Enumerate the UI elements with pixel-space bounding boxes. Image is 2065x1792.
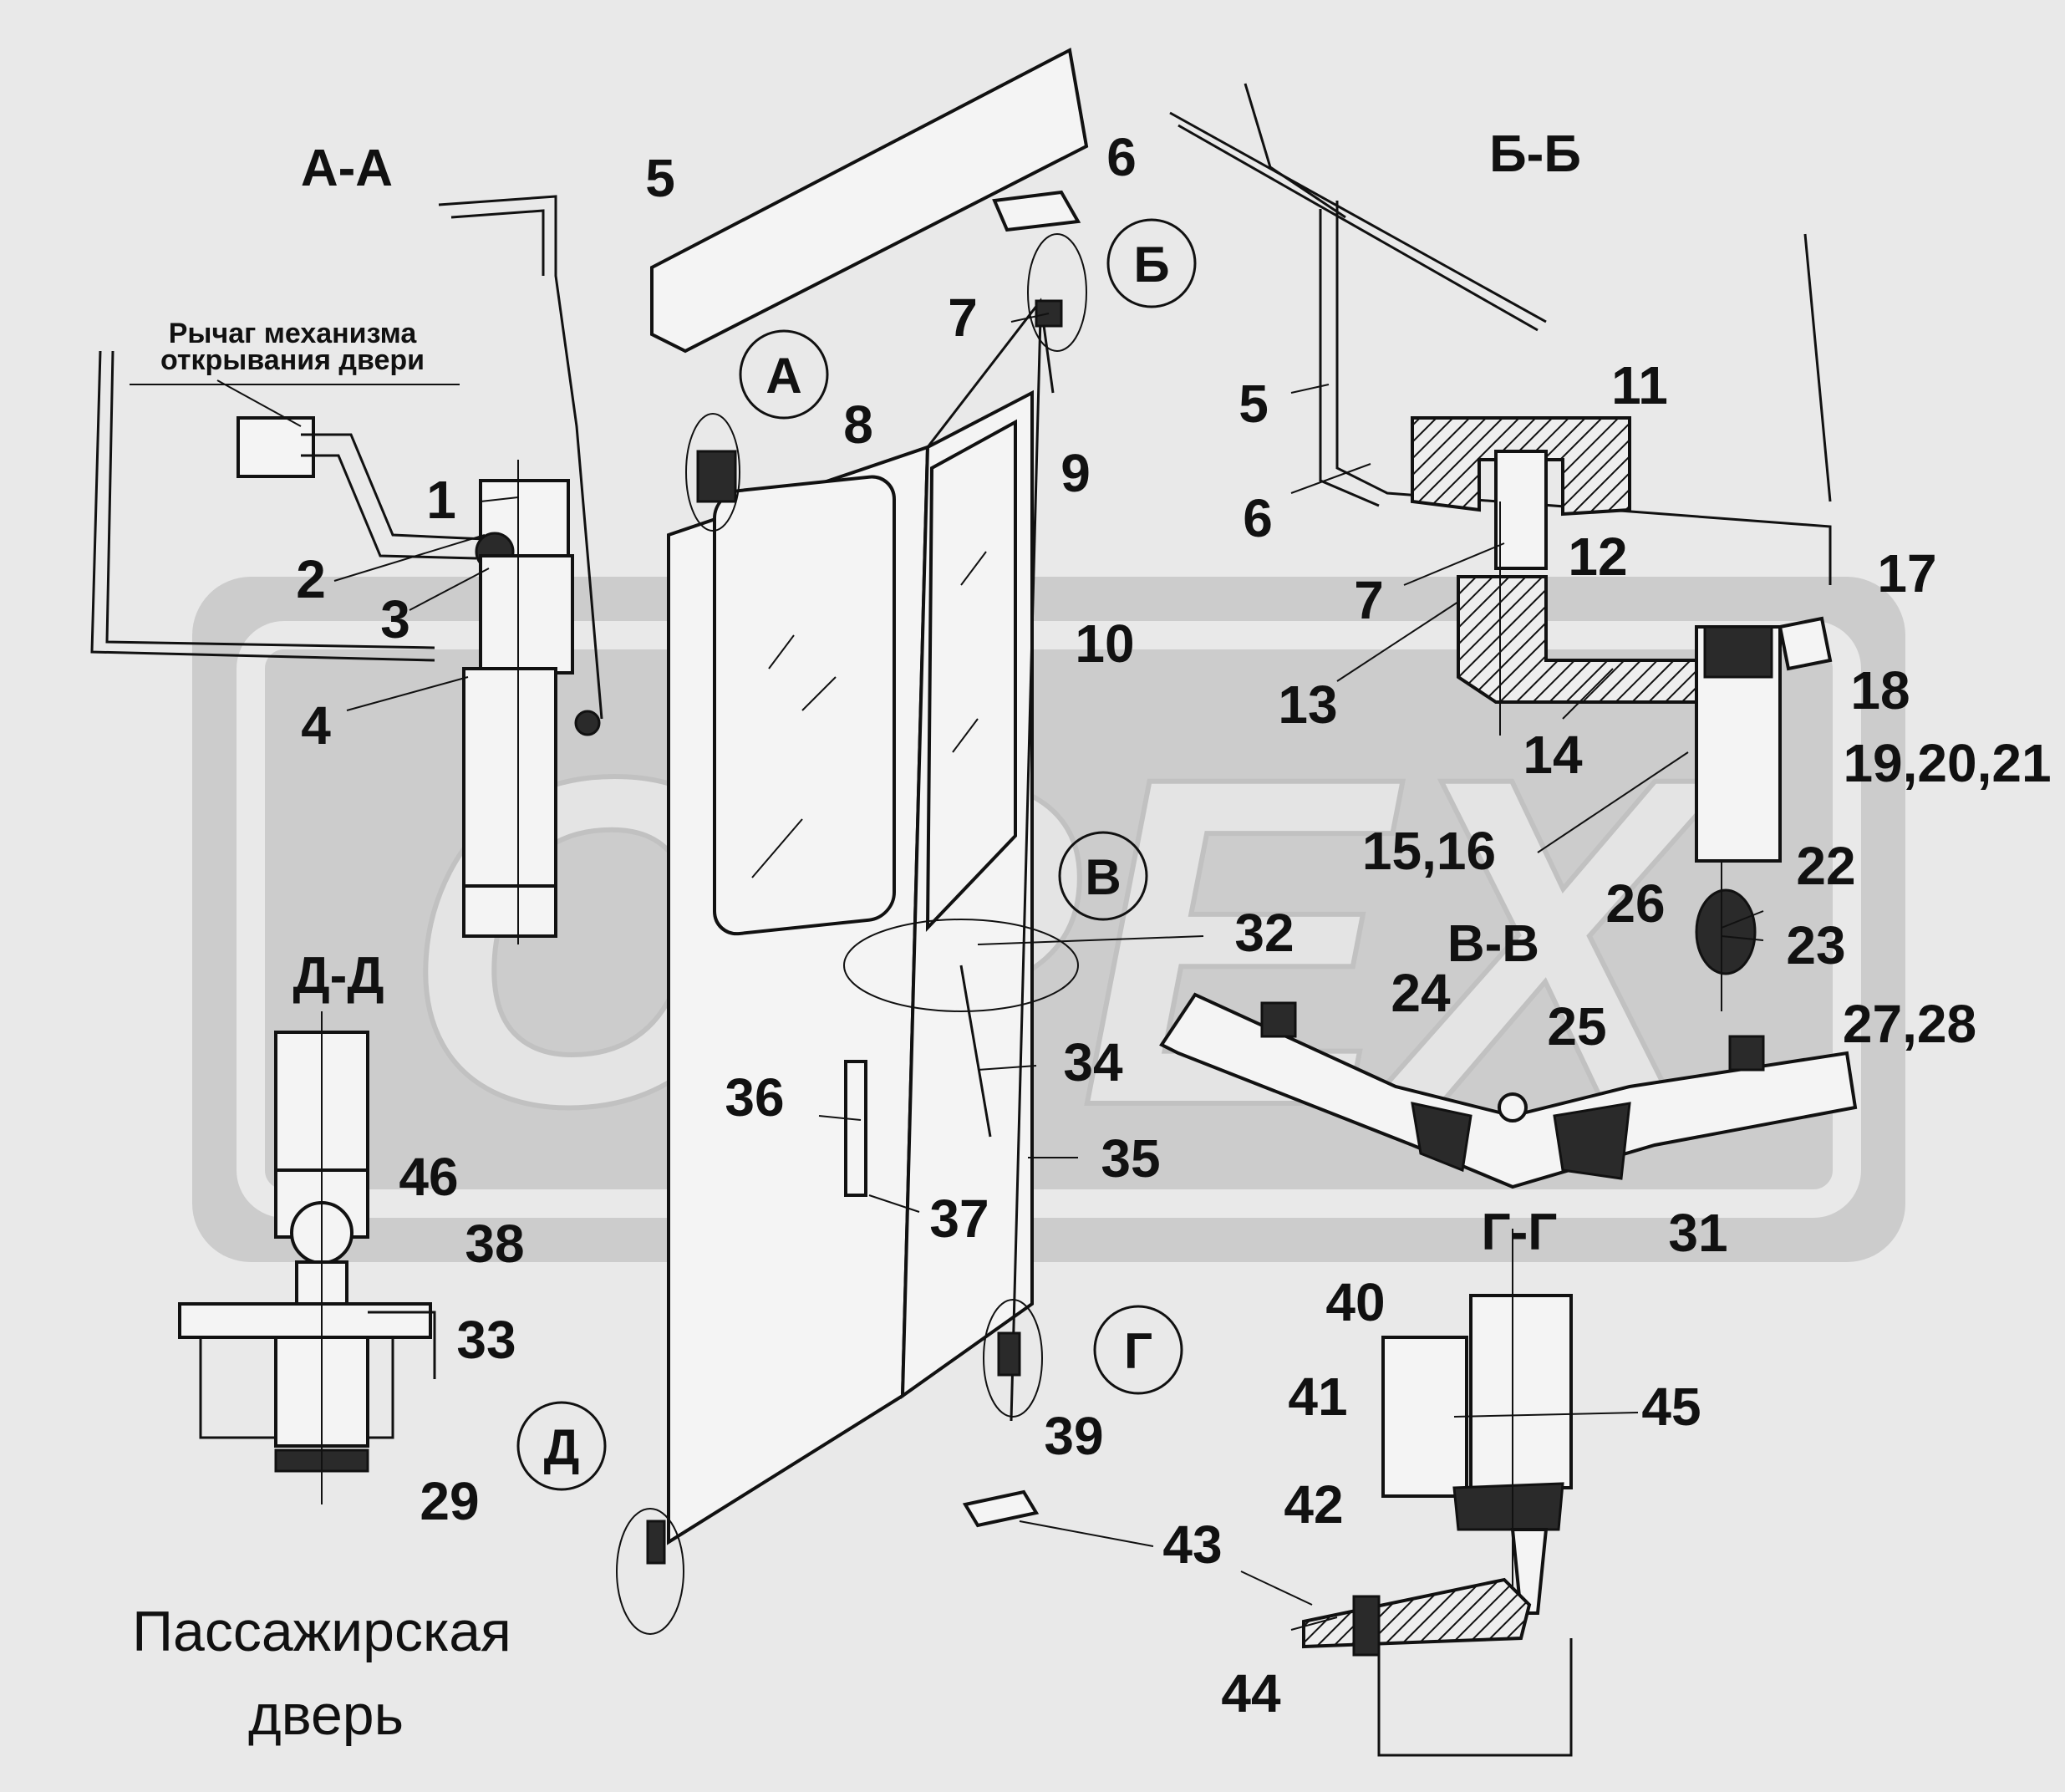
callout-v: В: [1058, 831, 1148, 921]
part-label-41: 41: [1288, 1367, 1347, 1427]
svg-text:Б: Б: [1133, 237, 1169, 293]
top-trim-drawing: [650, 47, 1089, 354]
part-label-4: 4: [301, 695, 331, 756]
part-label-7-bb: 7: [1354, 570, 1384, 630]
section-title-gg: Г-Г: [1482, 1204, 1558, 1261]
part-label-14: 14: [1523, 725, 1583, 785]
section-bb-drawing: [1169, 83, 1833, 1011]
part-label-33: 33: [456, 1310, 516, 1370]
part-label-31: 31: [1668, 1203, 1727, 1263]
part-label-36: 36: [725, 1067, 784, 1128]
part-label-32: 32: [1234, 903, 1294, 963]
section-dd-drawing: [178, 1011, 436, 1504]
part-label-8: 8: [843, 395, 873, 455]
caption-line2: дверь: [248, 1683, 404, 1747]
part-label-26: 26: [1605, 873, 1665, 934]
part-label-17: 17: [1877, 543, 1936, 603]
part-label-6-bb: 6: [1243, 488, 1273, 548]
part-label-3: 3: [380, 589, 410, 649]
part-label-7-door: 7: [948, 288, 978, 348]
part-label-15-16: 15,16: [1362, 821, 1496, 881]
part-label-44: 44: [1221, 1663, 1281, 1723]
svg-text:А: А: [765, 348, 801, 404]
part-label-46: 46: [399, 1147, 458, 1207]
part-numbers: 1 2 3 4 5 6 7 8 9 10 5 6 11 12 7 13 14 1…: [296, 127, 2051, 1723]
part-label-29: 29: [420, 1471, 479, 1531]
caption-line1: Пассажирская: [132, 1600, 511, 1663]
svg-text:В: В: [1085, 849, 1121, 905]
section-vv-drawing: [1159, 992, 1858, 1189]
part-label-37: 37: [929, 1189, 989, 1249]
part-label-18: 18: [1850, 660, 1910, 720]
part-label-34: 34: [1063, 1032, 1123, 1092]
callout-a: А: [739, 329, 829, 420]
part-label-6-trim: 6: [1106, 127, 1137, 187]
part-label-10: 10: [1075, 613, 1134, 674]
part-label-25: 25: [1547, 996, 1606, 1056]
section-gg-drawing: [1302, 1229, 1573, 1757]
part-label-45: 45: [1641, 1377, 1701, 1437]
part-label-1: 1: [426, 470, 456, 530]
callout-d: Д: [516, 1401, 607, 1491]
part-label-9: 9: [1060, 443, 1091, 503]
part-label-11: 11: [1611, 355, 1668, 415]
door-drawing: [616, 233, 1087, 1635]
section-title-aa: А-А: [301, 140, 393, 197]
part-label-35: 35: [1101, 1128, 1160, 1189]
part-label-23: 23: [1786, 915, 1845, 975]
part-label-27-28: 27,28: [1843, 994, 1976, 1054]
part-label-2: 2: [296, 549, 326, 609]
part-label-19-21: 19,20,21: [1843, 733, 2051, 793]
part-label-39: 39: [1044, 1406, 1103, 1466]
part-label-22: 22: [1796, 836, 1855, 896]
part-label-5-trim: 5: [645, 148, 675, 208]
section-title-dd: Д-Д: [293, 947, 384, 1005]
part-label-40: 40: [1325, 1272, 1385, 1332]
part-label-12: 12: [1568, 527, 1627, 587]
svg-text:Д: Д: [544, 1419, 580, 1475]
callout-b: Б: [1106, 218, 1197, 308]
lever-note-line1: Рычаг механизма: [169, 318, 418, 349]
part-label-42: 42: [1284, 1474, 1343, 1535]
section-title-vv: В-В: [1447, 915, 1539, 973]
part-label-38: 38: [465, 1214, 524, 1274]
svg-text:Г: Г: [1124, 1323, 1152, 1379]
part-label-5-bb: 5: [1238, 374, 1269, 434]
part-label-43: 43: [1162, 1515, 1222, 1575]
section-title-bb: Б-Б: [1489, 125, 1581, 183]
part-label-24: 24: [1391, 963, 1451, 1023]
leader-lines: [130, 313, 1764, 1631]
lever-note-line2: открывания двери: [160, 344, 425, 376]
part-label-13: 13: [1278, 675, 1337, 735]
section-aa-drawing: [90, 195, 603, 944]
callout-g: Г: [1093, 1305, 1183, 1395]
